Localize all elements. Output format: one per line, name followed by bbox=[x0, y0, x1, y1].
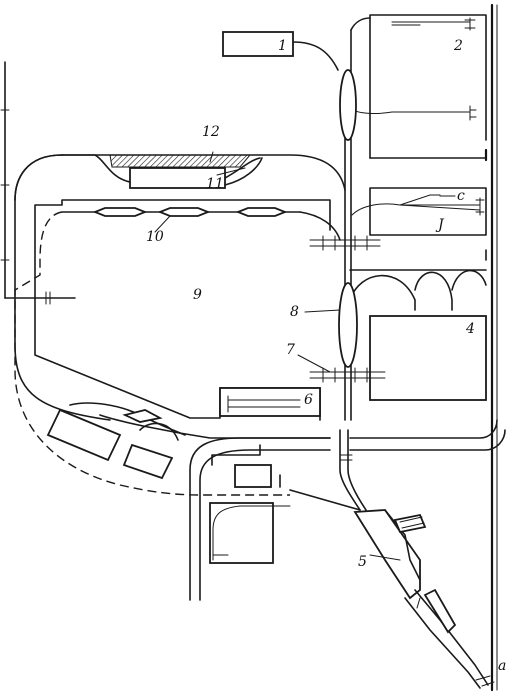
lower-left-buildings bbox=[46, 402, 186, 480]
building-6 bbox=[219, 387, 321, 417]
building-3 bbox=[351, 187, 487, 236]
leader-lines bbox=[209, 151, 456, 561]
corridor-buildings bbox=[209, 444, 291, 564]
left-service-line bbox=[0, 61, 76, 305]
label-4: 4 bbox=[465, 321, 475, 337]
area-12-hatched bbox=[109, 154, 252, 168]
label-1: 1 bbox=[278, 38, 287, 54]
label-2: 2 bbox=[453, 38, 463, 54]
main-vertical-tracks bbox=[338, 17, 371, 511]
crossings bbox=[309, 235, 386, 461]
dashed-track bbox=[14, 211, 290, 496]
station-8 bbox=[338, 282, 358, 368]
building-1 bbox=[222, 31, 294, 57]
label-3c: c bbox=[457, 188, 465, 204]
station-upper bbox=[339, 69, 357, 141]
station-5 bbox=[289, 489, 495, 689]
label-5: 5 bbox=[358, 554, 367, 570]
label-11: 11 bbox=[206, 176, 224, 192]
building-2 bbox=[349, 14, 487, 159]
label-a: a bbox=[498, 658, 506, 674]
label-3: J bbox=[435, 217, 445, 233]
label-9: 9 bbox=[193, 287, 202, 303]
building-4 bbox=[349, 249, 487, 401]
label-10: 10 bbox=[146, 229, 164, 245]
right-boundary bbox=[484, 3, 498, 692]
area-9-outline bbox=[34, 199, 331, 421]
label-7: 7 bbox=[286, 342, 295, 358]
label-12: 12 bbox=[202, 124, 220, 140]
label-6: 6 bbox=[304, 392, 313, 408]
label-8: 8 bbox=[290, 304, 299, 320]
track-10 bbox=[61, 207, 301, 233]
